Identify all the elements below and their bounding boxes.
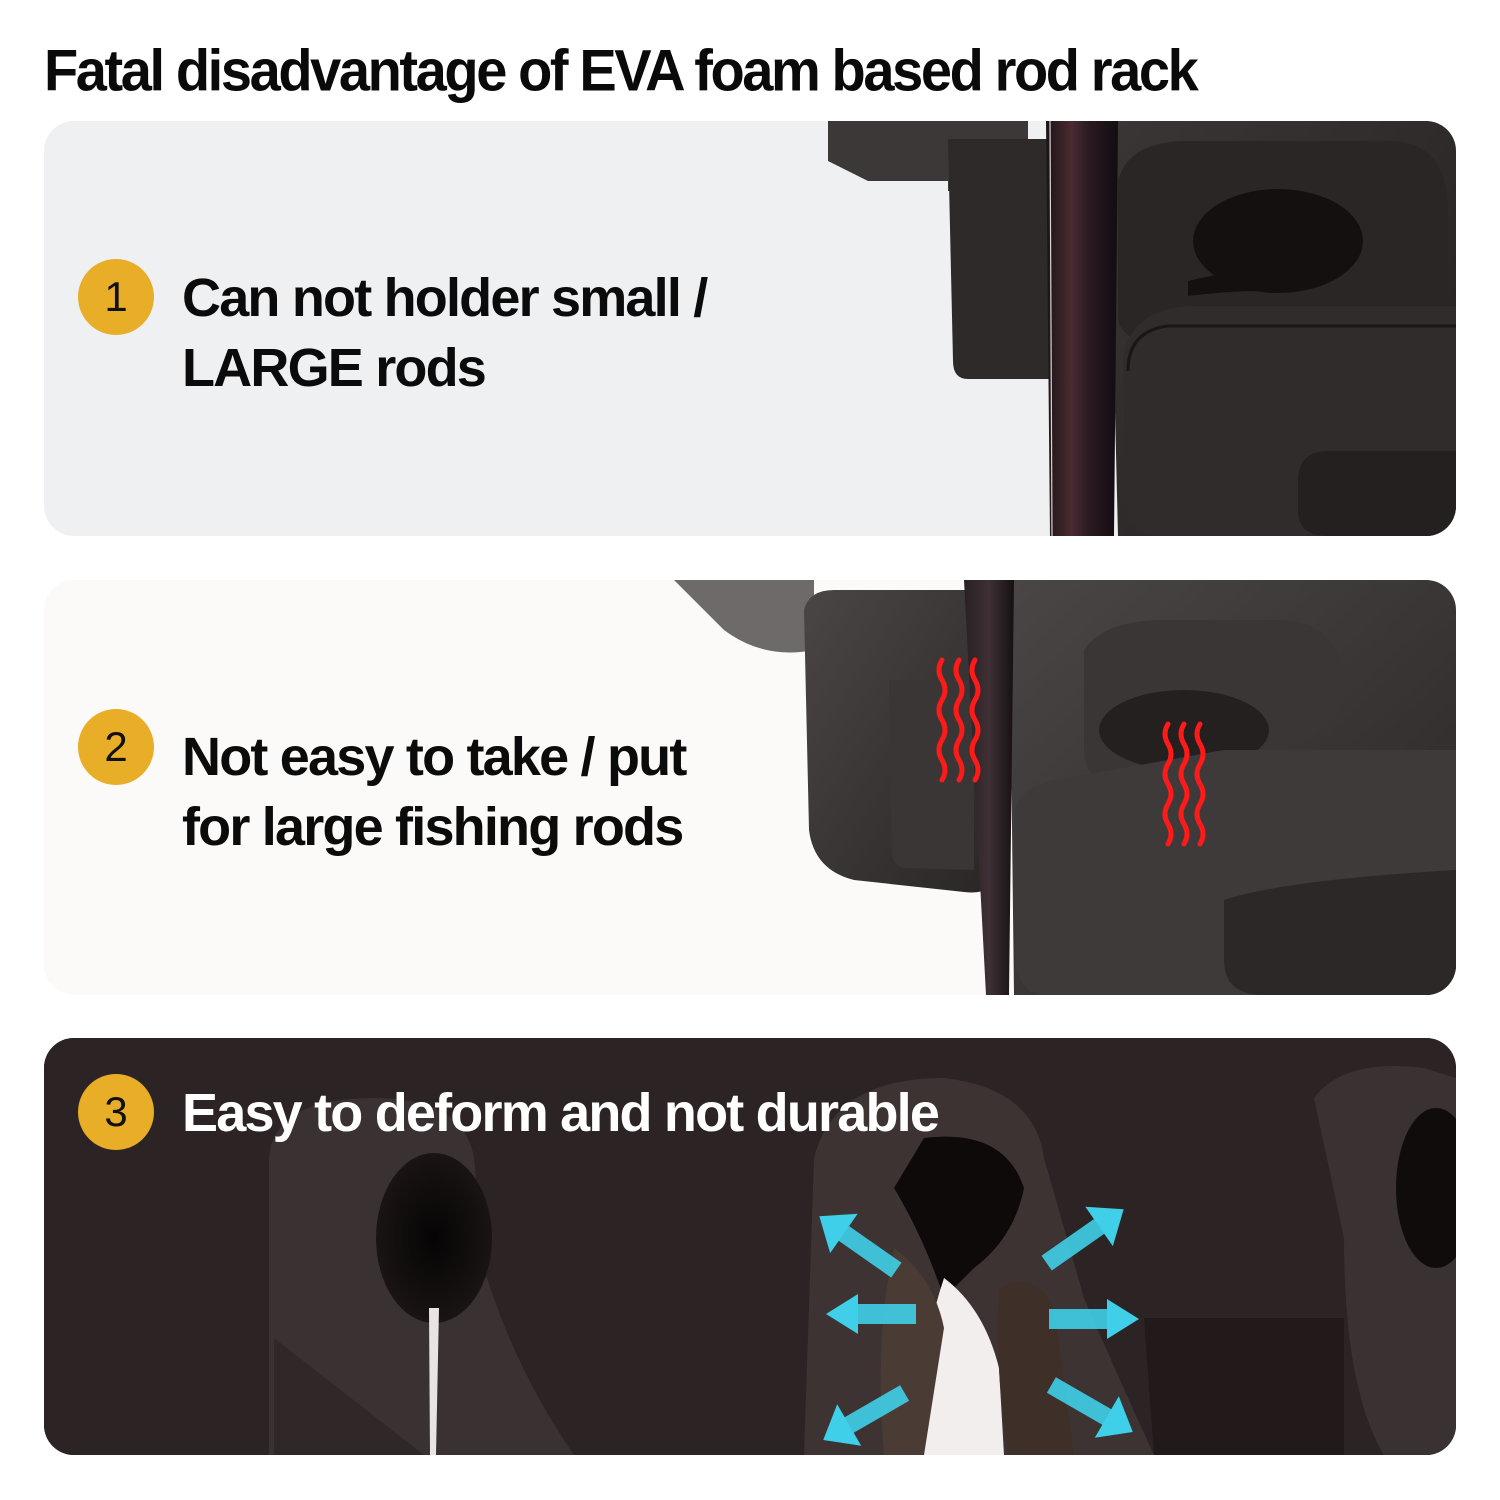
disadvantage-card-3: 3 Easy to deform and not durable <box>44 1038 1456 1455</box>
disadvantage-label-1: Can not holder small / LARGE rods <box>182 263 708 403</box>
label-line: LARGE rods <box>182 338 487 398</box>
number-badge-2: 2 <box>78 709 154 785</box>
label-line: for large fishing rods <box>182 797 684 857</box>
label-line: Can not holder small / <box>182 268 708 328</box>
page-title: Fatal disadvantage of EVA foam based rod… <box>44 37 1199 104</box>
disadvantage-card-2: 2 Not easy to take / put for large fishi… <box>44 580 1456 995</box>
label-line: Easy to deform and not durable <box>182 1083 940 1143</box>
deformed-foam-slot-photo <box>44 1038 1456 1455</box>
disadvantage-label-3: Easy to deform and not durable <box>182 1078 940 1148</box>
blue-expansion-arrows-icon <box>819 1206 1139 1446</box>
disadvantage-card-1: 1 Can not holder small / LARGE rods <box>44 121 1456 536</box>
red-wavy-friction-lines-icon <box>936 657 1206 847</box>
number-badge-3: 3 <box>78 1074 154 1150</box>
rod-in-foam-slot-photo <box>828 121 1456 536</box>
label-line: Not easy to take / put <box>182 727 687 787</box>
disadvantage-label-2: Not easy to take / put for large fishing… <box>182 722 687 862</box>
number-badge-1: 1 <box>78 259 154 335</box>
rod-friction-foam-photo <box>664 580 1456 995</box>
